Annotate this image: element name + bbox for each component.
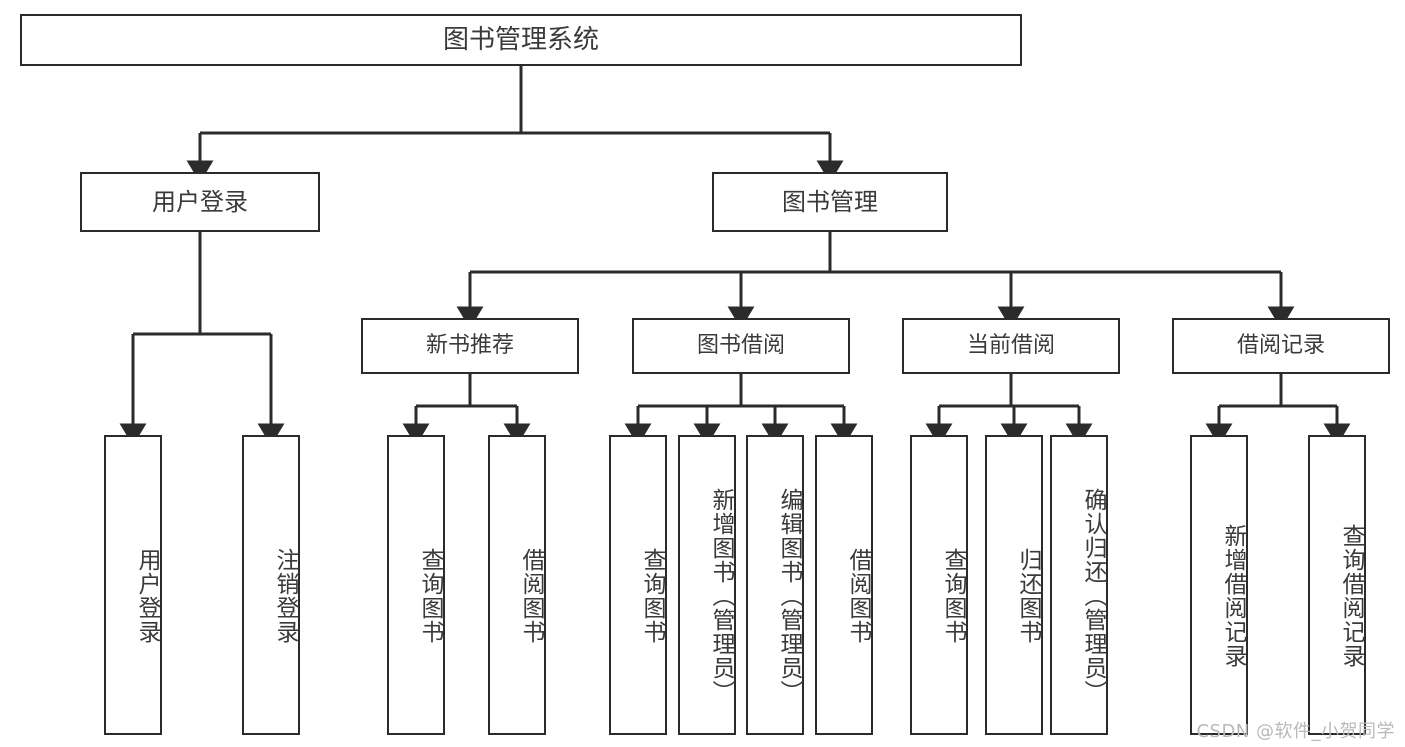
node-user-login-label: 用户登录 [152, 187, 248, 216]
node-leaf-return-book-label: 归还图书 [1015, 548, 1041, 644]
node-borrow-record-label: 借阅记录 [1236, 333, 1325, 359]
node-leaf-user-login-label: 用户登录 [134, 548, 160, 644]
node-book-manage-label: 图书管理 [782, 187, 878, 216]
node-leaf-query-book-rec-label: 查询图书 [417, 548, 443, 644]
node-user-login[interactable]: 用户登录 [80, 172, 320, 232]
node-leaf-query-book-rec[interactable]: 查询图书 [387, 435, 445, 735]
node-leaf-query-book-brw[interactable]: 查询图书 [609, 435, 667, 735]
node-leaf-return-book[interactable]: 归还图书 [985, 435, 1043, 735]
node-borrow-record[interactable]: 借阅记录 [1172, 318, 1390, 374]
node-leaf-borrow-book-brw[interactable]: 借阅图书 [815, 435, 873, 735]
node-leaf-edit-book-admin[interactable]: 编辑图书（管理员） [746, 435, 804, 735]
node-root-label: 图书管理系统 [442, 24, 599, 55]
node-leaf-query-borrow-record-label: 查询借阅记录 [1338, 524, 1364, 668]
node-leaf-confirm-return-admin[interactable]: 确认归还（管理员） [1050, 435, 1108, 735]
node-leaf-user-logout-label: 注销登录 [272, 548, 298, 644]
node-leaf-add-book-admin-label: 新增图书（管理员） [708, 488, 734, 704]
node-leaf-borrow-book-rec-label: 借阅图书 [518, 548, 544, 644]
node-leaf-query-book-cur[interactable]: 查询图书 [910, 435, 968, 735]
watermark: CSDN @软件_小贺同学 [1196, 721, 1395, 742]
node-leaf-add-borrow-record-label: 新增借阅记录 [1220, 524, 1246, 668]
node-leaf-borrow-book-rec[interactable]: 借阅图书 [488, 435, 546, 735]
node-book-borrow-label: 图书借阅 [696, 333, 785, 359]
node-leaf-user-login[interactable]: 用户登录 [104, 435, 162, 735]
node-leaf-query-borrow-record[interactable]: 查询借阅记录 [1308, 435, 1366, 735]
node-leaf-edit-book-admin-label: 编辑图书（管理员） [776, 488, 802, 704]
node-book-borrow[interactable]: 图书借阅 [632, 318, 850, 374]
node-new-book-recommend[interactable]: 新书推荐 [361, 318, 579, 374]
node-leaf-borrow-book-brw-label: 借阅图书 [845, 548, 871, 644]
node-leaf-confirm-return-admin-label: 确认归还（管理员） [1080, 488, 1106, 704]
node-root[interactable]: 图书管理系统 [20, 14, 1022, 66]
node-leaf-user-logout[interactable]: 注销登录 [242, 435, 300, 735]
node-leaf-add-borrow-record[interactable]: 新增借阅记录 [1190, 435, 1248, 735]
node-new-book-recommend-label: 新书推荐 [425, 333, 514, 359]
node-current-borrow-label: 当前借阅 [966, 333, 1055, 359]
node-current-borrow[interactable]: 当前借阅 [902, 318, 1120, 374]
node-leaf-query-book-cur-label: 查询图书 [940, 548, 966, 644]
node-leaf-add-book-admin[interactable]: 新增图书（管理员） [678, 435, 736, 735]
node-leaf-query-book-brw-label: 查询图书 [639, 548, 665, 644]
node-book-manage[interactable]: 图书管理 [712, 172, 948, 232]
